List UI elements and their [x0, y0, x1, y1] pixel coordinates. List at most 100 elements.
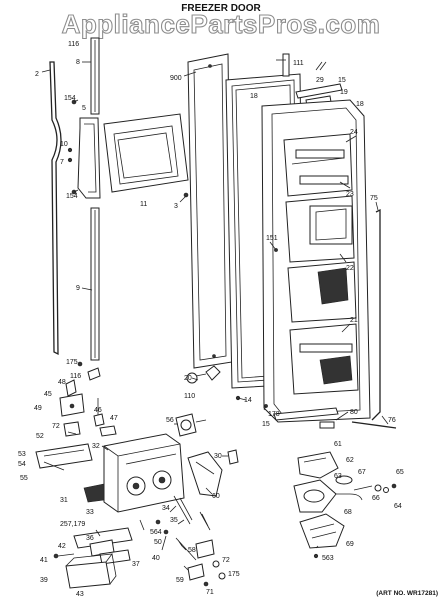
door-handle-strip [49, 61, 62, 356]
art-number: (ART NO. WR17281) [376, 590, 438, 597]
callout: 21 [350, 317, 358, 324]
callout: 61 [334, 441, 342, 448]
callout: 24 [350, 129, 358, 136]
callout: 43 [76, 591, 84, 598]
callout: 22 [346, 265, 354, 272]
callout: 20 [184, 375, 192, 382]
watermark: AppliancePartsPros.com [62, 9, 381, 39]
callout: 39 [40, 577, 48, 584]
callout: 257,179 [60, 521, 85, 528]
callout: 50 [154, 539, 162, 546]
callout: 47 [110, 415, 118, 422]
small-hardware-left [59, 361, 117, 437]
callout: 34 [162, 505, 170, 512]
callout: 53 [18, 451, 26, 458]
leader-lines [41, 59, 389, 571]
callout: 49 [34, 405, 42, 412]
callout: 116 [70, 373, 81, 380]
callout: 72 [222, 557, 230, 564]
callout: 9 [76, 285, 80, 292]
callout: 14 [244, 397, 252, 404]
diagram-title: FREEZER DOOR [181, 3, 261, 14]
callout: 29 [316, 77, 324, 84]
callout: 56 [166, 417, 174, 424]
ice-chute-61 [297, 451, 339, 479]
callout: 36 [86, 535, 94, 542]
crusher-parts [293, 475, 397, 559]
lever-parts [53, 527, 133, 565]
callout: 64 [394, 503, 402, 510]
callout: 19 [340, 89, 348, 96]
callout: 2 [35, 71, 39, 78]
callout: 10 [60, 141, 68, 148]
callout: 67 [358, 469, 366, 476]
callout-labels: 2 116 8 900 111 29 15 19 18 18 154 5 10 … [18, 41, 404, 598]
callout: 33 [86, 509, 94, 516]
handle-trim-8 [90, 37, 100, 115]
callout: 59 [176, 577, 184, 584]
callout: 68 [344, 509, 352, 516]
callout: 65 [396, 469, 404, 476]
callout: 48 [58, 379, 66, 386]
callout: 45 [44, 391, 52, 398]
bottom-bracket-15 [273, 407, 339, 429]
outer-door-panel-900 [187, 53, 233, 369]
callout: 23 [346, 191, 354, 198]
inner-door-liner [261, 99, 371, 423]
callout: 5 [82, 105, 86, 112]
callout: 116 [68, 41, 79, 48]
callout: 8 [76, 59, 80, 66]
lower-trim-9 [90, 207, 100, 361]
callout: 18 [356, 101, 364, 108]
hinge-parts [186, 248, 278, 408]
motor-assembly-56 [175, 413, 207, 437]
callout: 80 [350, 409, 358, 416]
callout: 563 [322, 555, 334, 562]
heater-rod-75 [351, 208, 397, 429]
callout: 72 [52, 423, 60, 430]
callout: 175 [228, 571, 240, 578]
callout: 55 [20, 475, 28, 482]
callout: 58 [188, 547, 196, 554]
callout: 41 [40, 557, 48, 564]
callout: 111 [293, 60, 304, 67]
callout: 154 [64, 95, 76, 102]
callout: 15 [338, 77, 346, 84]
callout: 18 [250, 93, 258, 100]
module-box-39 [65, 553, 117, 589]
callout: 63 [334, 473, 342, 480]
callout: 35 [170, 517, 178, 524]
callout: 75 [370, 195, 378, 202]
callout: 76 [388, 417, 396, 424]
callout: 42 [58, 543, 66, 550]
top-cap-parts [282, 53, 343, 107]
callout: 564 [150, 529, 162, 536]
callout: 30 [214, 453, 222, 460]
callout: 62 [346, 457, 354, 464]
springs-and-pins [139, 495, 211, 561]
dispenser-housing-32 [83, 433, 185, 513]
callout: 31 [60, 497, 68, 504]
callout: 71 [206, 589, 214, 596]
callout: 900 [170, 75, 182, 82]
callout: 15 [262, 421, 270, 428]
handle-assembly-5 [67, 99, 101, 199]
dispenser-cover-11 [103, 113, 189, 198]
callout: 11 [140, 201, 147, 208]
callout: 54 [18, 461, 26, 468]
callout: 154 [66, 193, 78, 200]
callout: 60 [212, 493, 220, 500]
callout: 52 [36, 433, 44, 440]
callout: 69 [346, 541, 354, 548]
callout: 37 [132, 561, 140, 568]
dispenser-trim-53 [35, 443, 93, 469]
callout: 46 [94, 407, 102, 414]
callout: 110 [184, 393, 195, 400]
actuator-60 [187, 449, 239, 497]
callout: 151 [266, 235, 278, 242]
callout: 66 [372, 495, 380, 502]
callout: 40 [152, 555, 160, 562]
callout: 3 [174, 203, 178, 210]
